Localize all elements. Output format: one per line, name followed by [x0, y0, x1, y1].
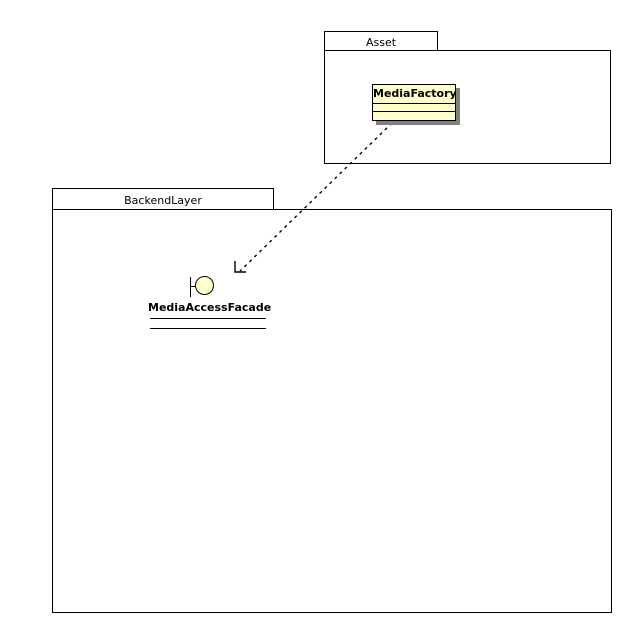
interface-mediaaccessfacade-label: MediaAccessFacade	[148, 301, 272, 314]
package-asset-tab[interactable]: Asset	[324, 31, 438, 51]
interface-mediaaccessfacade[interactable]: MediaAccessFacade	[148, 270, 272, 336]
package-backendlayer-label: BackendLayer	[124, 194, 202, 207]
interface-mediaaccessfacade-separator-top	[150, 318, 266, 319]
lollipop-stem-icon	[190, 277, 191, 297]
class-mediafactory[interactable]: MediaFactory	[372, 84, 460, 125]
class-mediafactory-attributes-compartment	[373, 104, 455, 112]
lollipop-circle-icon[interactable]	[195, 276, 214, 295]
class-mediafactory-box[interactable]: MediaFactory	[372, 84, 456, 121]
package-backendlayer-tab[interactable]: BackendLayer	[52, 188, 274, 210]
class-mediafactory-operations-compartment	[373, 112, 455, 120]
package-asset-label: Asset	[365, 36, 397, 49]
lollipop-connector-icon	[190, 286, 196, 287]
interface-mediaaccessfacade-separator-bottom	[150, 328, 266, 329]
package-asset-body[interactable]	[324, 50, 611, 164]
class-mediafactory-name: MediaFactory	[373, 85, 455, 104]
package-backendlayer-body[interactable]	[52, 209, 612, 613]
